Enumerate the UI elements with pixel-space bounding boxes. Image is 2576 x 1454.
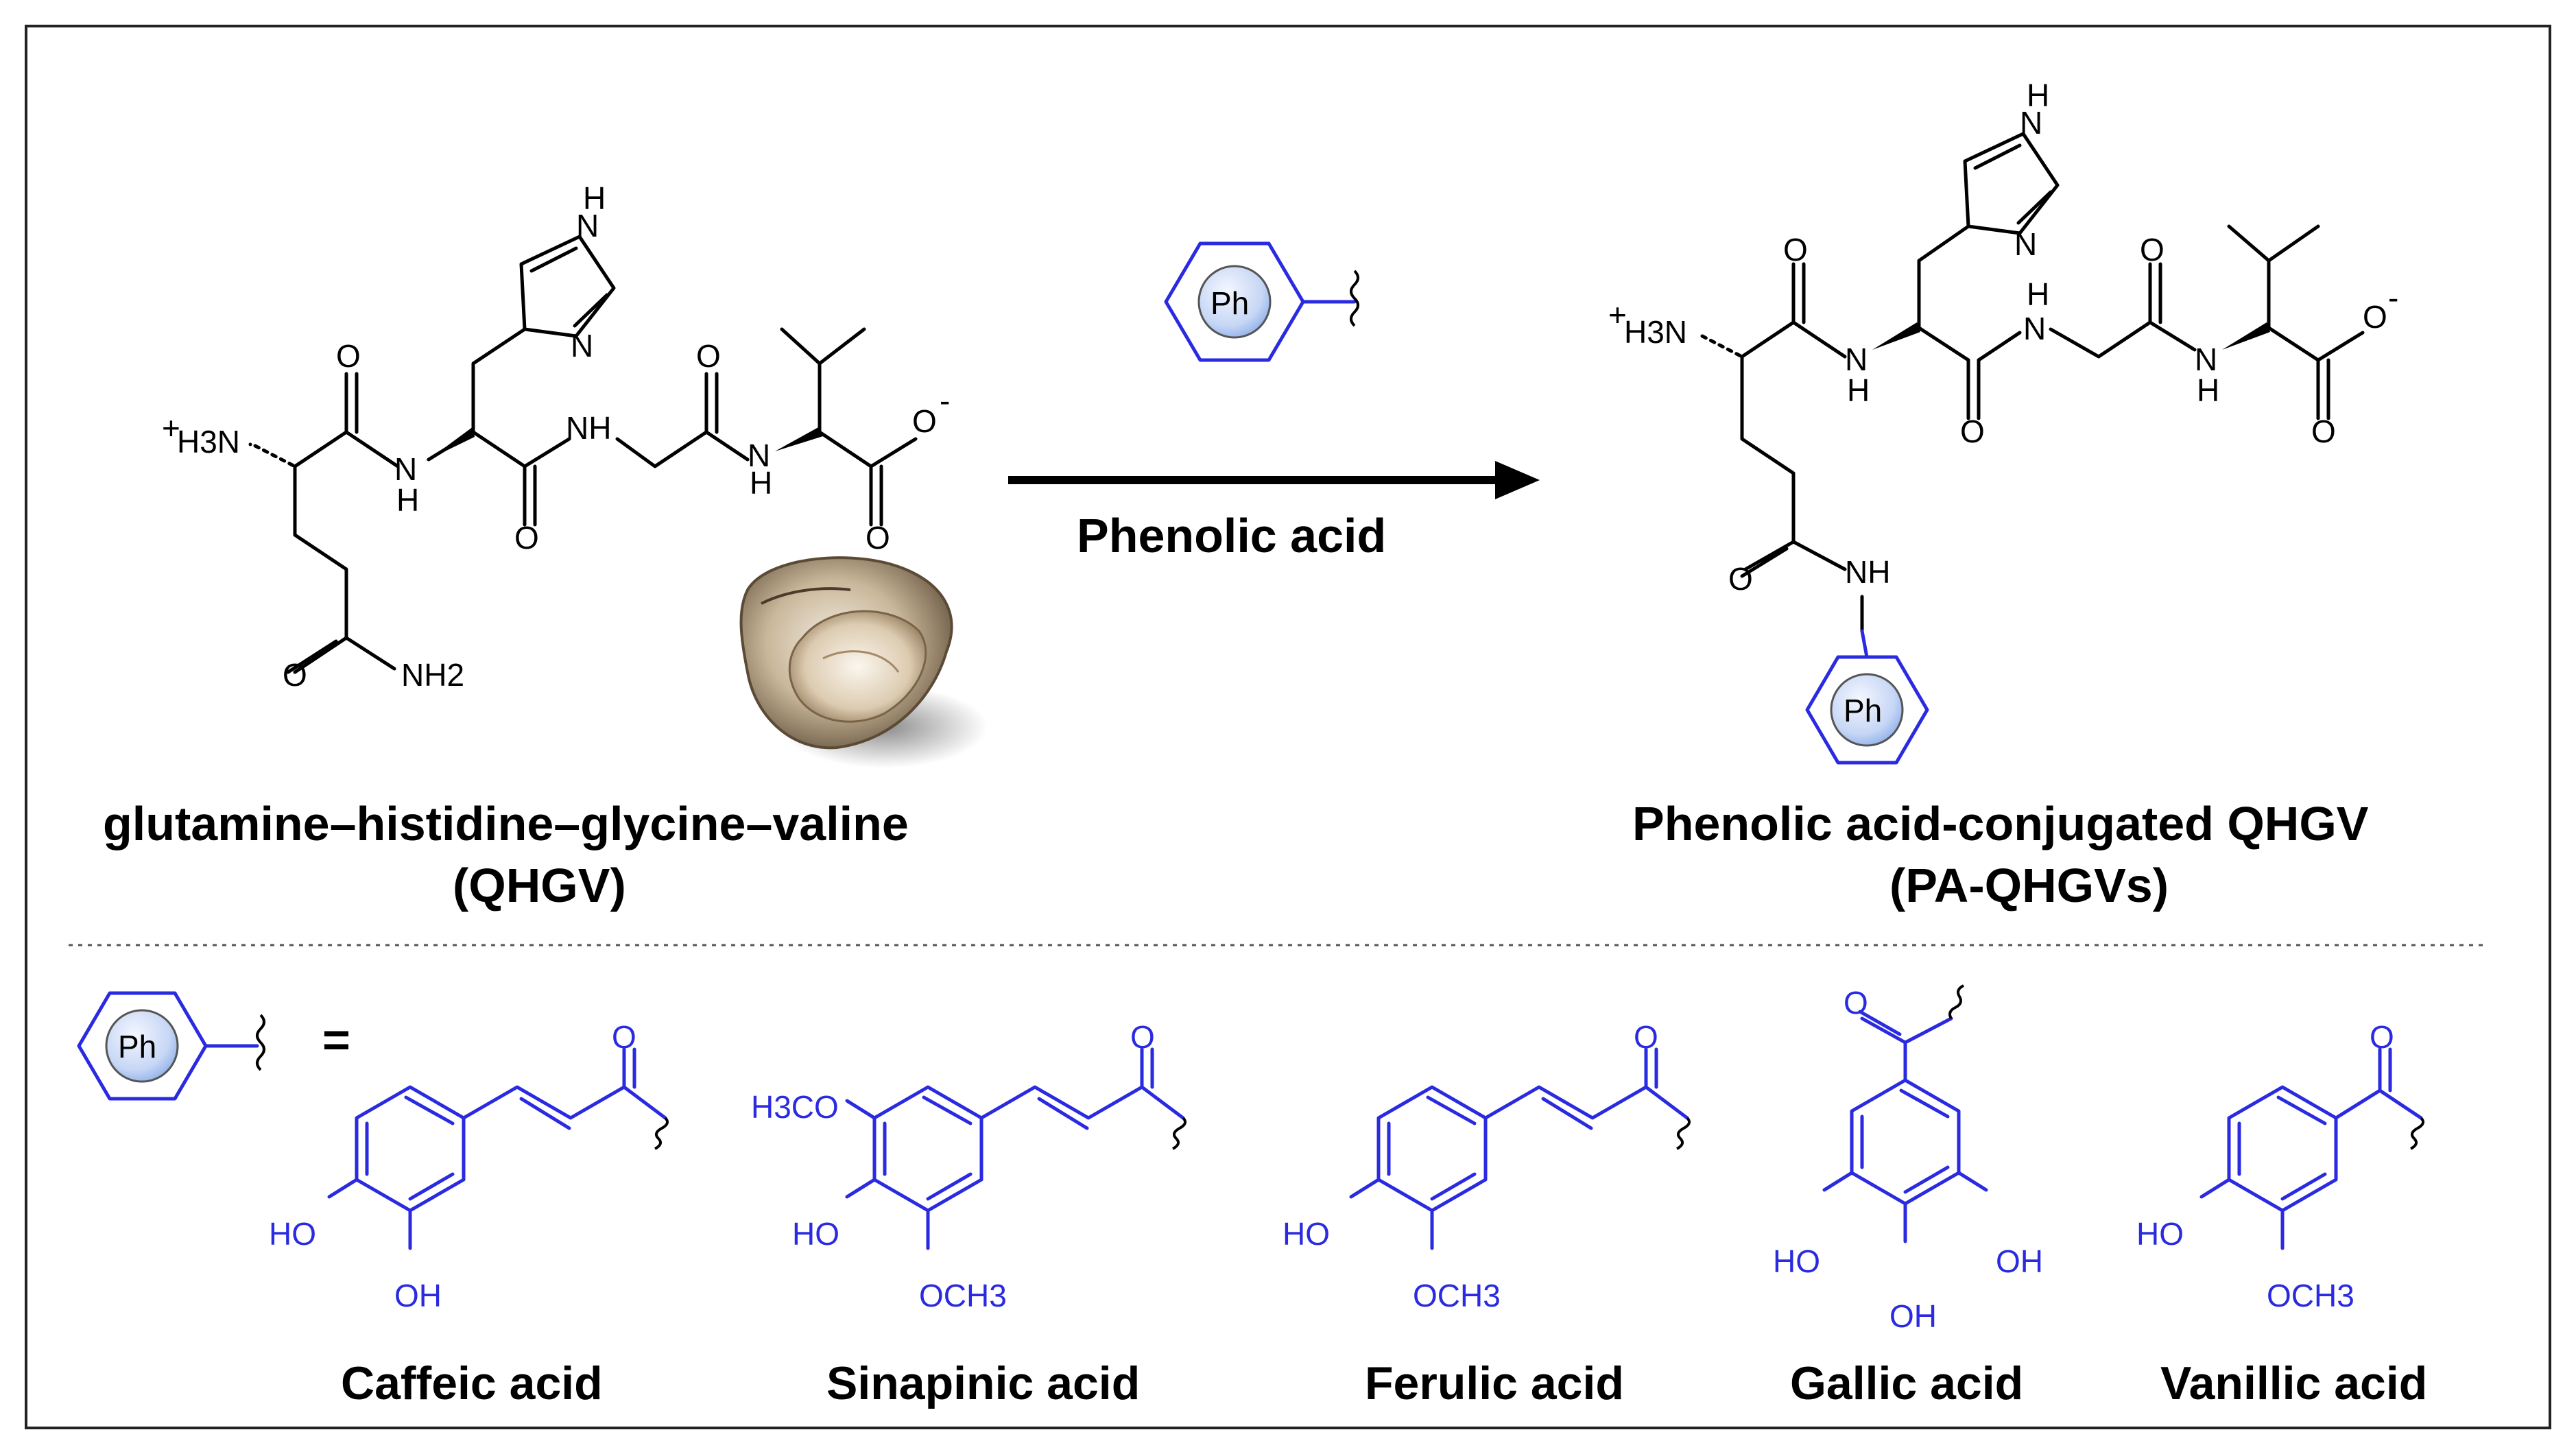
o-label: O: [2140, 232, 2164, 267]
o-label: O: [1960, 414, 1985, 449]
o-label: O: [2370, 1019, 2394, 1055]
o-label: O: [2363, 299, 2387, 335]
n-label: N: [571, 328, 593, 364]
nh-label: NH: [566, 410, 611, 446]
legend-equals: =: [322, 1013, 350, 1066]
n-label: N: [2023, 311, 2046, 346]
acid-name: Vanillic acid: [2160, 1357, 2427, 1409]
reactant-name-line1: glutamine–histidine–glycine–valine: [103, 797, 909, 850]
o-label: O: [1130, 1019, 1155, 1055]
product-name-line1: Phenolic acid-conjugated QHGV: [1632, 797, 2369, 850]
product-name-line2: (PA-QHGVs): [1889, 859, 2169, 912]
o-label: O: [514, 520, 539, 556]
ho-label: HO: [792, 1216, 839, 1252]
vanillic-acid-structure: O HO OCH3: [2136, 1019, 2425, 1313]
o-label: O: [912, 403, 937, 439]
o-label: O: [696, 338, 721, 374]
h-label: H: [2027, 78, 2049, 113]
reaction-arrow: [1008, 461, 1540, 499]
ph-ring-icon: Ph: [1164, 241, 1359, 362]
o-label: O: [336, 338, 361, 374]
ho-label: HO: [1283, 1216, 1330, 1252]
och3-label: OCH3: [919, 1278, 1007, 1313]
ammonium-label: H3N: [1624, 314, 1687, 350]
h-label: H: [1847, 372, 1870, 408]
ph-label: Ph: [1211, 285, 1249, 321]
ferulic-acid-structure: O HO OCH3: [1283, 1019, 1691, 1313]
pa-qhgv-structure: + H3N O N H O NH Ph O N H N H N: [1608, 78, 2398, 765]
oh-label: OH: [394, 1278, 442, 1313]
och3-label: OCH3: [2267, 1278, 2354, 1313]
acid-name: Ferulic acid: [1365, 1357, 1624, 1409]
h-label: H: [2197, 372, 2219, 408]
nh-label: N: [748, 438, 770, 473]
reagent-label: Phenolic acid: [1077, 509, 1386, 562]
o-label: O: [612, 1019, 636, 1055]
oyster-image: [739, 556, 988, 768]
o-label: O: [1728, 561, 1753, 597]
oh-label: OH: [1996, 1243, 2043, 1279]
reactant-name-line2: (QHGV): [453, 859, 626, 912]
o-label: O: [1634, 1019, 1658, 1055]
ho-label: HO: [269, 1216, 316, 1252]
h-label: H: [583, 180, 606, 216]
ho-label: HO: [2136, 1216, 2184, 1252]
h3co-label: H3CO: [751, 1089, 839, 1125]
ho-label: HO: [1773, 1243, 1820, 1279]
n-label: N: [1845, 342, 1868, 377]
och3-label: OCH3: [1413, 1278, 1501, 1313]
carboxylate-minus: -: [2388, 280, 2398, 315]
h-label: H: [2027, 276, 2049, 312]
frame: [25, 25, 2551, 1429]
h-label: H: [750, 465, 772, 501]
ammonium-plus: +: [1608, 297, 1627, 333]
n-label: N: [2014, 226, 2037, 262]
acid-name: Caffeic acid: [341, 1357, 603, 1409]
h-label: H: [396, 482, 419, 518]
nh-label: N: [394, 451, 417, 487]
o-label: O: [866, 520, 890, 556]
n-label: N: [2020, 105, 2042, 141]
o-label: O: [1783, 232, 1808, 267]
o-label: O: [1844, 985, 1868, 1021]
gallic-acid-structure: O HO OH OH: [1773, 984, 2043, 1334]
acid-name: Sinapinic acid: [826, 1357, 1140, 1409]
qhgv-structure: + H3N O N H O NH2 O N H N: [162, 180, 950, 693]
ph-label: Ph: [1844, 693, 1882, 728]
oh-label: OH: [1889, 1298, 1937, 1334]
caffeic-acid-structure: O HO OH: [269, 1019, 669, 1313]
ph-label: Ph: [118, 1029, 156, 1064]
nh2-label: NH2: [401, 657, 464, 693]
ammonium-plus: +: [162, 410, 180, 446]
o-label: O: [283, 657, 307, 693]
n-label: N: [2195, 342, 2217, 377]
legend-ph-ring-icon: Ph: [77, 991, 265, 1101]
carboxylate-minus: -: [940, 383, 950, 418]
o-label: O: [2311, 414, 2336, 449]
acid-name: Gallic acid: [1790, 1357, 2023, 1409]
nh-label: NH: [1845, 554, 1890, 590]
sinapinic-acid-structure: O H3CO HO OCH3: [751, 1019, 1187, 1313]
n-label: N: [576, 208, 599, 243]
ammonium-label: H3N: [177, 424, 240, 460]
